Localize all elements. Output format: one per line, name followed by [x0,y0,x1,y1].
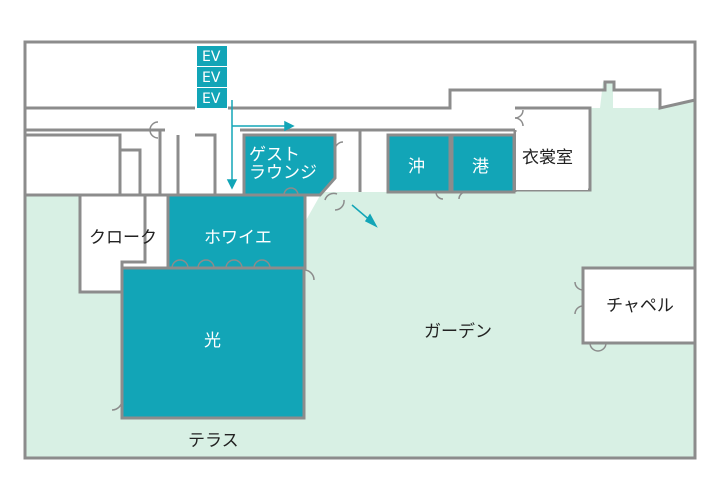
cloak-label: クローク [89,228,157,248]
elevator-2[interactable] [197,67,227,87]
elevator-group: EV EV EV [197,46,227,108]
foyer-label: ホワイエ [204,228,272,248]
guest-lounge-label-line1: ゲスト [249,145,300,165]
room-costume[interactable] [516,132,588,190]
elevator-3[interactable] [197,88,227,108]
room-hikari[interactable] [120,266,306,420]
room-minato[interactable] [450,133,516,194]
terrace-label: テラス [188,431,239,451]
room-cloak[interactable] [78,193,147,294]
garden-area [25,82,695,458]
elevator-1-label: EV [202,49,221,65]
elevator-2-label: EV [202,70,221,86]
elevator-1[interactable] [197,46,227,66]
oki-label: 沖 [408,157,425,177]
minato-label: 港 [472,157,489,177]
costume-room-label: 衣裳室 [522,148,573,168]
elevator-3-label: EV [202,91,221,107]
garden-label: ガーデン [424,321,492,342]
building-outline [23,40,697,460]
door-icon [111,109,607,411]
room-guest-lounge[interactable] [242,133,337,197]
guest-lounge-label-line2: ラウンジ [249,163,317,183]
hikari-label: 光 [204,331,221,351]
chapel-label: チャペル [606,296,674,316]
arrow-icon [226,100,378,228]
room-oki[interactable] [386,133,452,194]
